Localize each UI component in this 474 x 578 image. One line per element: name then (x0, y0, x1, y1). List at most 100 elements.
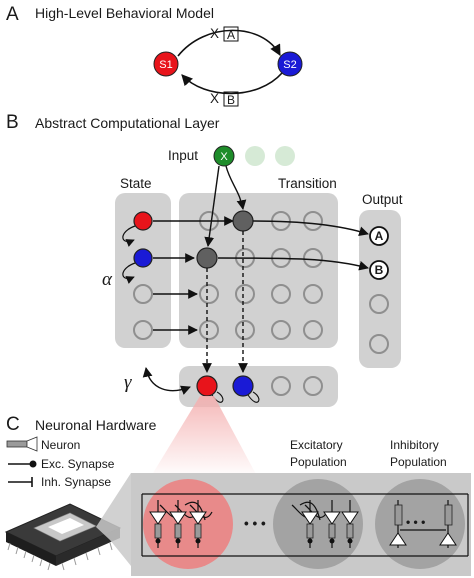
transition-to-output-a (252, 220, 369, 236)
transition-grid (199, 211, 323, 340)
chip-icon (4, 503, 122, 571)
transition-node (303, 211, 323, 231)
state-label: State (120, 176, 152, 191)
gamma-feedback-arrow (142, 367, 191, 395)
output-nodes (369, 294, 389, 354)
neuron-icon (301, 511, 319, 539)
output-node-inactive (369, 334, 389, 354)
neuron-icon (189, 511, 207, 539)
self-loop-next-blue (247, 391, 260, 403)
input-x-node (213, 145, 235, 167)
bottom-transition-input: X (210, 91, 219, 106)
state-node-blue (133, 248, 153, 268)
panel-a-letter: A (6, 4, 19, 25)
top-transition-input: X (210, 26, 219, 41)
state-s2-label: S2 (283, 59, 296, 71)
next-state-node-inactive (271, 376, 291, 396)
bottom-transition-output: B (227, 93, 235, 107)
output-node-inactive (369, 294, 389, 314)
transition-node (303, 320, 323, 340)
state-node-inactive (133, 284, 153, 304)
excitatory-population-circle (273, 479, 363, 569)
transition-arrow-s2-to-s1 (181, 72, 283, 95)
input-to-transition-arrow-1 (204, 165, 220, 247)
state-node-red (133, 211, 153, 231)
inhibitory-neuron-icon (389, 504, 407, 546)
input-inactive-node (275, 146, 295, 166)
inhibitory-label-line2: Population (390, 455, 447, 469)
self-loop-red (122, 225, 136, 247)
hardware-neurons (149, 504, 457, 546)
state-node-inactive (133, 320, 153, 340)
excitatory-label-line2: Population (290, 455, 347, 469)
state-s2-node (277, 51, 303, 77)
transition-node (271, 320, 291, 340)
legend-inh-synapse: Inh. Synapse (41, 475, 111, 489)
top-output-box (223, 26, 239, 42)
legend-exc-synapse: Exc. Synapse (41, 457, 115, 471)
next-state-node-blue (232, 375, 254, 397)
bottom-output-box (223, 91, 239, 107)
output-b-label: B (375, 263, 384, 277)
transition-node (199, 284, 219, 304)
red-population-highlight (143, 479, 233, 569)
input-label: Input (168, 148, 198, 163)
alpha-symbol: α (102, 269, 113, 290)
inhibitory-label-line1: Inhibitory (390, 438, 439, 452)
transition-label: Transition (278, 176, 337, 191)
panel-c-letter: C (6, 414, 20, 435)
transition-box (179, 193, 338, 348)
state-box (115, 193, 171, 348)
exc-synapse-dots (155, 538, 353, 544)
state-s1-node (153, 51, 179, 77)
inhibitory-ellipsis: • • • (406, 515, 425, 529)
output-label: Output (362, 192, 403, 207)
panel-b-title: Abstract Computational Layer (35, 115, 220, 131)
output-a-label: A (375, 229, 384, 243)
panel-a-title: High-Level Behavioral Model (35, 5, 214, 21)
neuron-icon (341, 511, 359, 539)
active-transition-node-lower (196, 247, 218, 269)
legend-neuron: Neuron (41, 438, 80, 452)
zoom-highlight-beam (150, 396, 258, 478)
population-ellipsis: • • • (244, 516, 266, 531)
transition-node (303, 248, 323, 268)
panel-b-letter: B (6, 112, 19, 133)
legend: Neuron Exc. Synapse Inh. Synapse (6, 436, 115, 489)
transition-node (303, 284, 323, 304)
input-inactive-node (245, 146, 265, 166)
chip-zoom-beam (96, 473, 131, 566)
output-a-node (369, 226, 389, 246)
input-to-transition-arrow-2 (225, 165, 247, 210)
output-box (359, 210, 401, 368)
transition-node (235, 320, 255, 340)
inhibitory-neuron-icon (439, 504, 457, 546)
state-s1-label: S1 (159, 59, 172, 71)
self-loop-blue (122, 262, 136, 284)
next-state-node-inactive (303, 376, 323, 396)
neuron-icon (169, 511, 187, 539)
neuron-icon (149, 511, 167, 539)
state-machine-diagram: S1 S2 X A X B (153, 26, 303, 107)
exc-synapse-legend-dot (29, 460, 37, 468)
transition-node (199, 320, 219, 340)
transition-arrow-s1-to-s2 (177, 29, 281, 57)
neuron-icon (323, 511, 341, 539)
transition-to-output-b (217, 257, 369, 271)
transition-node (271, 284, 291, 304)
hardware-wiring (141, 493, 469, 557)
neuron-legend-icon-tip (26, 436, 38, 452)
panel-c-title: Neuronal Hardware (35, 417, 157, 433)
neuron-legend-icon (6, 440, 28, 448)
next-state-box (179, 366, 338, 407)
excitatory-label-line1: Excitatory (290, 438, 343, 452)
output-b-node (369, 260, 389, 280)
top-transition-output: A (227, 28, 235, 42)
gamma-symbol: γ (124, 372, 132, 393)
input-x-label: X (220, 151, 228, 163)
state-to-transition-arrows (153, 216, 234, 335)
next-state-node-red (196, 375, 218, 397)
active-transition-node-upper (232, 210, 254, 232)
transition-node (235, 284, 255, 304)
